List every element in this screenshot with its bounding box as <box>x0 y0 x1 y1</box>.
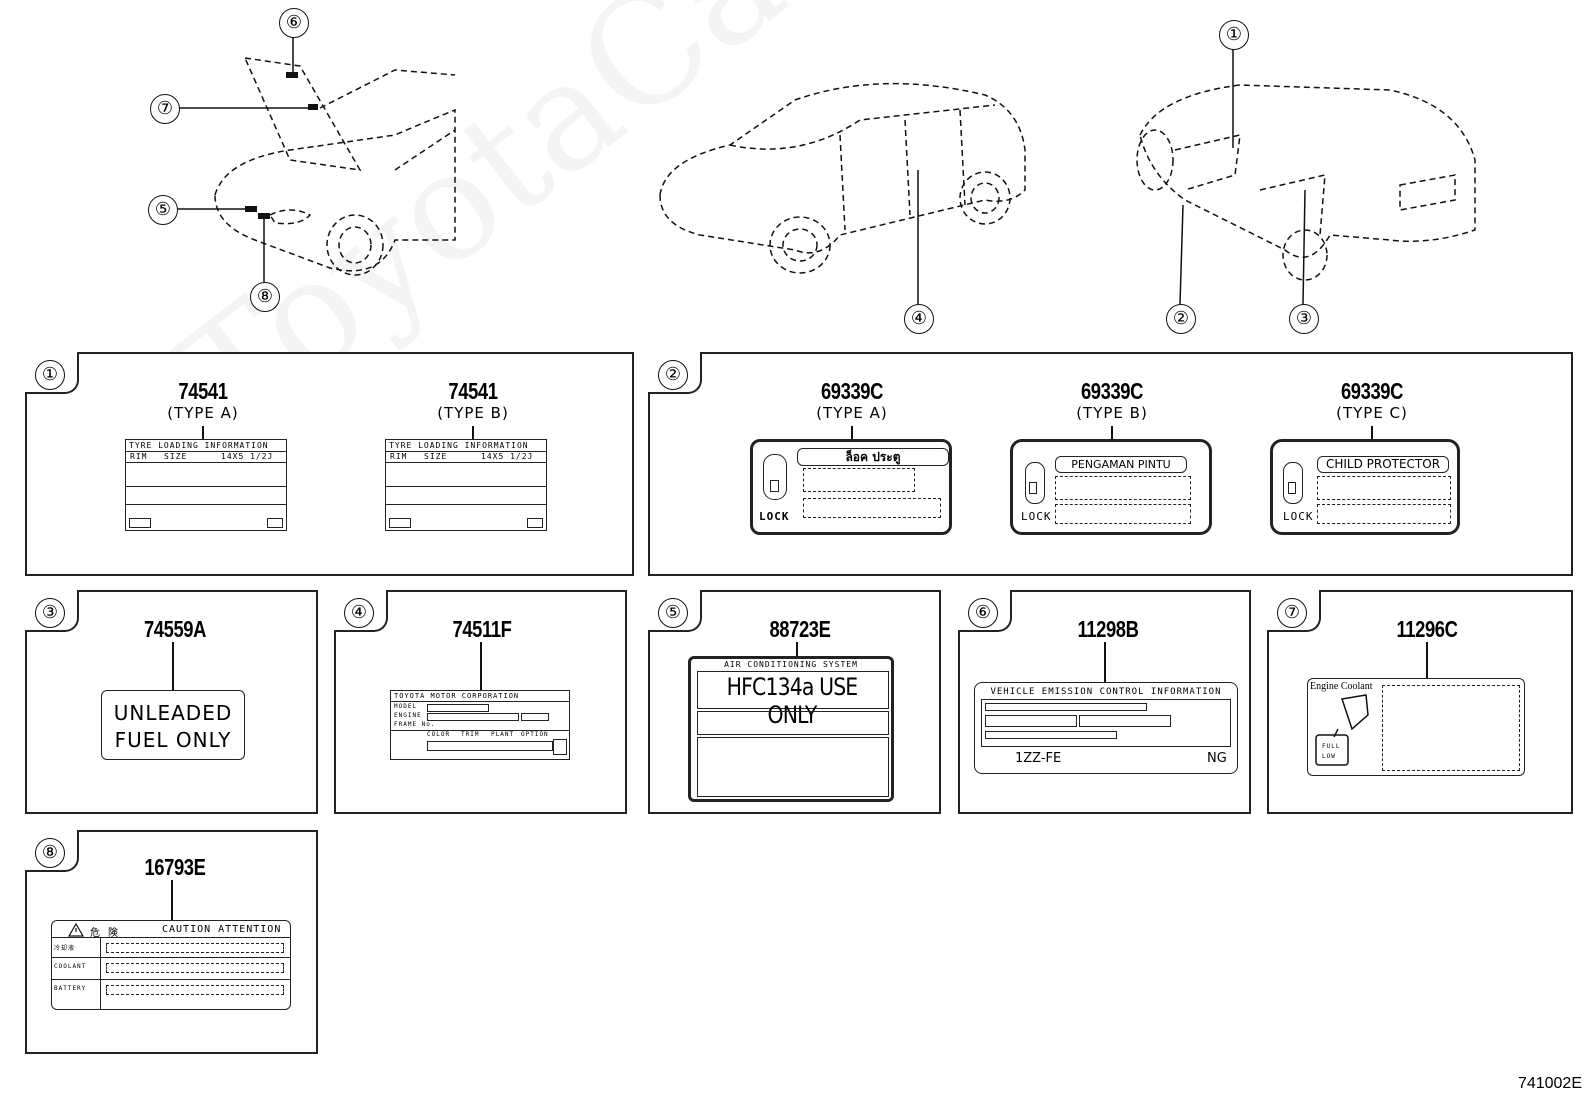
panel-1-part-b: 74541 <box>448 378 498 404</box>
unleaded-fuel-label: UNLEADED FUEL ONLY <box>101 690 245 760</box>
car-open-body <box>1139 84 1476 258</box>
panel-5-part: 88723E <box>769 616 831 642</box>
figure-code: 741002E <box>1517 1075 1582 1092</box>
panel-1-number: ① <box>35 360 65 390</box>
caution-label: 危 険 CAUTION ATTENTION 冷却液 COOLANT BATTER… <box>51 920 291 1010</box>
panel-1-type-a: (TYPE A) <box>167 404 239 422</box>
ac-refrigerant-label: AIR CONDITIONING SYSTEM HFC134a USE ONLY <box>688 656 894 802</box>
panel-2-part-b: 69339C <box>1080 378 1144 404</box>
tyre-label-a: TYRE LOADING INFORMATION RIM SIZE 14X5 1… <box>125 439 287 531</box>
panel-2-number: ② <box>658 360 688 390</box>
panel-8-part: 16793E <box>144 854 206 880</box>
panel-1-type-b: (TYPE B) <box>437 404 509 422</box>
panel-6-number: ⑥ <box>968 598 998 628</box>
callout-6-top: ⑥ <box>279 8 309 38</box>
panel-1: ① 74541 (TYPE A) 74541 (TYPE B) TYRE LOA… <box>25 352 634 576</box>
panel-4-part: 74511F <box>452 616 512 642</box>
panel-2: ② 69339C (TYPE A) 69339C (TYPE B) 69339C… <box>648 352 1573 576</box>
panel-3-part: 74559A <box>143 616 207 642</box>
panel-2-part-a: 69339C <box>820 378 884 404</box>
child-lock-label-c: CHILD PROTECTOR LOCK <box>1270 439 1460 535</box>
callout-1-top: ① <box>1219 20 1249 50</box>
engine-coolant-label: Engine Coolant FULL LOW <box>1307 678 1525 776</box>
car-front-hood <box>243 57 362 171</box>
panel-4: ④ 74511F TOYOTA MOTOR CORPORATION MODEL … <box>334 590 627 814</box>
panel-7: ⑦ 11296C Engine Coolant FULL LOW <box>1267 590 1573 814</box>
panel-2-type-c: (TYPE C) <box>1336 404 1408 422</box>
child-lock-label-b: PENGAMAN PINTU LOCK <box>1010 439 1212 535</box>
callout-7-top: ⑦ <box>150 94 180 124</box>
callout-2-top: ② <box>1166 304 1196 334</box>
panel-2-type-a: (TYPE A) <box>816 404 888 422</box>
emission-control-label: VEHICLE EMISSION CONTROL INFORMATION 1ZZ… <box>974 682 1238 774</box>
vehicle-id-plate: TOYOTA MOTOR CORPORATION MODEL ENGINE FR… <box>390 690 570 760</box>
callout-5-top: ⑤ <box>148 195 178 225</box>
panel-7-part: 11296C <box>1396 616 1458 642</box>
panel-6: ⑥ 11298B VEHICLE EMISSION CONTROL INFORM… <box>958 590 1251 814</box>
panel-5: ⑤ 88723E AIR CONDITIONING SYSTEM HFC134a… <box>648 590 941 814</box>
panel-2-part-c: 69339C <box>1340 378 1404 404</box>
panel-6-part: 11298B <box>1077 616 1139 642</box>
child-lock-label-a: ล็อค ประตู LOCK <box>750 439 952 535</box>
tyre-label-b: TYRE LOADING INFORMATION RIM SIZE 14X5 1… <box>385 439 547 531</box>
panel-1-part-a: 74541 <box>178 378 228 404</box>
callout-3-top: ③ <box>1289 304 1319 334</box>
car-front-body <box>214 108 456 272</box>
panel-8-number: ⑧ <box>35 838 65 868</box>
warning-triangle-icon <box>67 922 85 937</box>
car-illustrations <box>176 37 1476 305</box>
panel-3-number: ③ <box>35 598 65 628</box>
panel-4-number: ④ <box>344 598 374 628</box>
panel-2-type-b: (TYPE B) <box>1076 404 1148 422</box>
panel-3: ③ 74559A UNLEADED FUEL ONLY <box>25 590 318 814</box>
panel-7-number: ⑦ <box>1277 598 1307 628</box>
callout-4-top: ④ <box>904 304 934 334</box>
panel-5-number: ⑤ <box>658 598 688 628</box>
callout-8-top: ⑧ <box>250 282 280 312</box>
coolant-bottle-icon <box>1315 694 1369 766</box>
panel-8: ⑧ 16793E 危 険 CAUTION ATTENTION 冷却液 COOLA… <box>25 830 318 1054</box>
